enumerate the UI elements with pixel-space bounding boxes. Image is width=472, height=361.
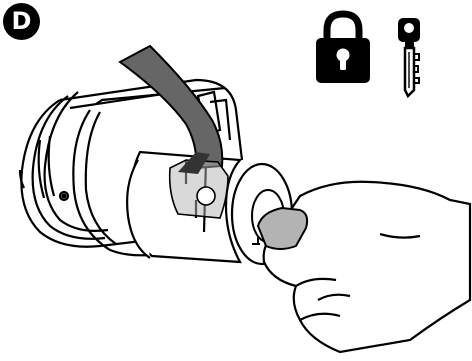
key-icon (398, 18, 420, 96)
lanyard-strap (120, 46, 222, 168)
hand (264, 182, 470, 352)
padlock-icon (316, 14, 370, 83)
